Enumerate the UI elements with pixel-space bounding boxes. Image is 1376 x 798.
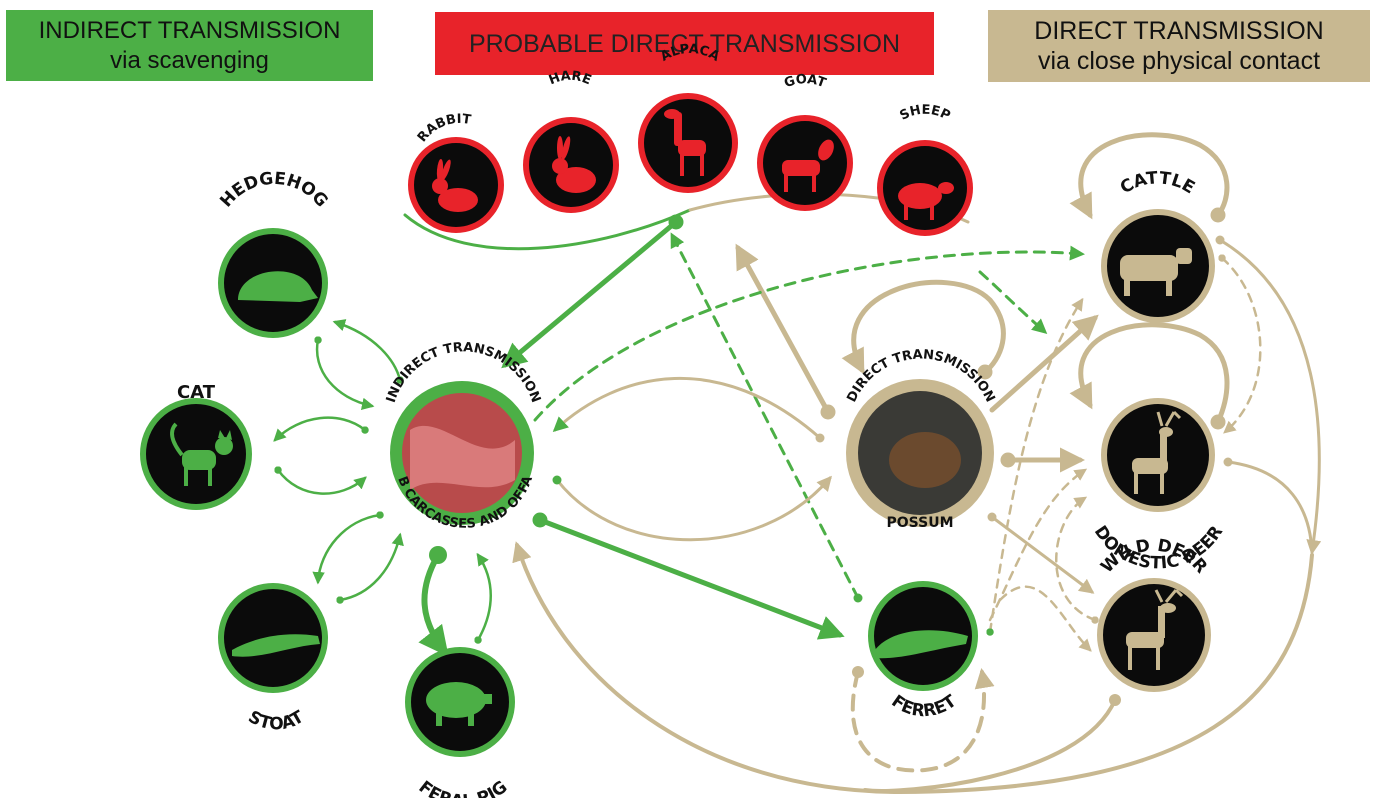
arrow-hedgehog-to-carcasses bbox=[332, 319, 404, 384]
arrow-cat-to-carcasses bbox=[273, 416, 369, 442]
sheep-label: SHEEP bbox=[897, 103, 952, 124]
node-cattle: CATTLE bbox=[1101, 168, 1215, 323]
svg-text:FERRET: FERRET bbox=[888, 691, 961, 721]
ferret-label: FERRET bbox=[888, 691, 961, 721]
deer-icon bbox=[1132, 410, 1182, 494]
legend-indirect-subtitle: via scavenging bbox=[110, 46, 269, 74]
arrow-ferret-to-cattle bbox=[986, 297, 1084, 636]
legend-probable-direct-transmission: PROBABLE DIRECT TRANSMISSION bbox=[435, 12, 934, 75]
cattle-self-loop bbox=[1069, 132, 1230, 223]
wild-deer-icon bbox=[1126, 588, 1184, 670]
legend-direct-title: DIRECT TRANSMISSION bbox=[1034, 17, 1324, 45]
hedgehog-label: HEDGEHOG bbox=[216, 169, 331, 212]
legend-direct-transmission: DIRECT TRANSMISSION via close physical c… bbox=[988, 10, 1370, 82]
ferret-icon bbox=[875, 630, 968, 659]
svg-text:CATTLE: CATTLE bbox=[1117, 168, 1198, 198]
arrow-probable-to-carcasses bbox=[501, 214, 684, 369]
arrow-carcasses-to-ferret bbox=[532, 512, 845, 640]
hedgehog-icon bbox=[238, 271, 318, 302]
svg-text:FERAL PIG: FERAL PIG bbox=[415, 777, 512, 798]
node-alpaca: ALPACA bbox=[638, 42, 738, 193]
cattle-icon bbox=[1120, 248, 1192, 296]
svg-text:HARE: HARE bbox=[547, 69, 594, 89]
svg-text:HEDGEHOG: HEDGEHOG bbox=[216, 169, 331, 212]
arrow-carcasses-to-feral-pig bbox=[418, 546, 449, 657]
arrow-possum-to-probable bbox=[735, 243, 836, 420]
node-sheep: SHEEP bbox=[877, 103, 973, 236]
arrow-cattle-to-domestic-deer bbox=[1218, 254, 1262, 434]
goat-label: GOAT bbox=[782, 72, 828, 91]
legend-probable-title: PROBABLE DIRECT TRANSMISSION bbox=[468, 29, 901, 58]
node-rabbit: RABBIT bbox=[408, 112, 504, 233]
node-feral-pig: FERAL PIG bbox=[405, 647, 515, 798]
arrow-cattle-to-carcasses-tan bbox=[1215, 235, 1322, 555]
hare-label: HARE bbox=[547, 69, 594, 89]
pig-icon bbox=[426, 682, 492, 726]
arrow-carcasses-to-stoat bbox=[336, 532, 404, 604]
rabbit-icon bbox=[432, 159, 478, 212]
sheep-icon bbox=[898, 182, 954, 220]
hub-direct: DIRECT TRANSMISSION POSSUM bbox=[844, 347, 997, 531]
connectors bbox=[273, 132, 1322, 795]
node-ferret: FERRET bbox=[868, 581, 978, 721]
stoat-label: STOAT bbox=[245, 707, 308, 734]
arrow-carcasses-to-cat bbox=[274, 466, 367, 495]
arrow-feral-pig-to-carcasses bbox=[474, 552, 492, 644]
arrow-stoat-to-carcasses bbox=[312, 511, 384, 585]
hare-icon bbox=[552, 136, 596, 193]
arrow-wilddeer-to-carcasses bbox=[863, 694, 1121, 793]
node-hare: HARE bbox=[523, 69, 619, 213]
legend-indirect-transmission: INDIRECT TRANSMISSION via scavenging bbox=[6, 10, 373, 81]
arrow-carcasses-to-cattle bbox=[533, 245, 1085, 422]
alpaca-label: ALPACA bbox=[658, 42, 722, 65]
arrow-ferret-to-wild-deer bbox=[998, 585, 1092, 652]
arrow-possum-to-carcasses bbox=[552, 377, 825, 443]
svg-text:SHEEP: SHEEP bbox=[897, 103, 952, 124]
node-hedgehog: HEDGEHOG bbox=[216, 169, 332, 338]
cat-label: CAT bbox=[177, 382, 216, 403]
arrow-domestic-deer-to-right bbox=[1223, 457, 1314, 554]
feral-pig-label: FERAL PIG bbox=[415, 777, 512, 798]
arrow-carcasses-to-hedgehog bbox=[314, 336, 375, 410]
node-goat: GOAT bbox=[757, 72, 853, 211]
possum-label: POSSUM bbox=[887, 515, 954, 531]
arrow-carcasses-to-possum bbox=[552, 475, 832, 542]
svg-text:ALPACA: ALPACA bbox=[658, 42, 722, 65]
arrow-ferret-to-probable bbox=[670, 232, 863, 603]
ferret-self-loop bbox=[850, 666, 995, 773]
arrow-wilddeer-to-domestic-deer bbox=[1055, 496, 1099, 624]
alpaca-icon bbox=[664, 109, 706, 176]
node-cat: CAT bbox=[140, 382, 252, 510]
legend-indirect-title: INDIRECT TRANSMISSION bbox=[38, 16, 341, 44]
stoat-icon bbox=[232, 634, 320, 657]
svg-text:GOAT: GOAT bbox=[782, 72, 828, 91]
svg-text:STOAT: STOAT bbox=[245, 707, 308, 734]
goat-icon bbox=[782, 139, 834, 192]
cattle-label: CATTLE bbox=[1117, 168, 1198, 198]
legend-direct-subtitle: via close physical contact bbox=[1037, 47, 1321, 75]
cat-icon bbox=[170, 422, 233, 486]
node-stoat: STOAT bbox=[218, 583, 328, 734]
